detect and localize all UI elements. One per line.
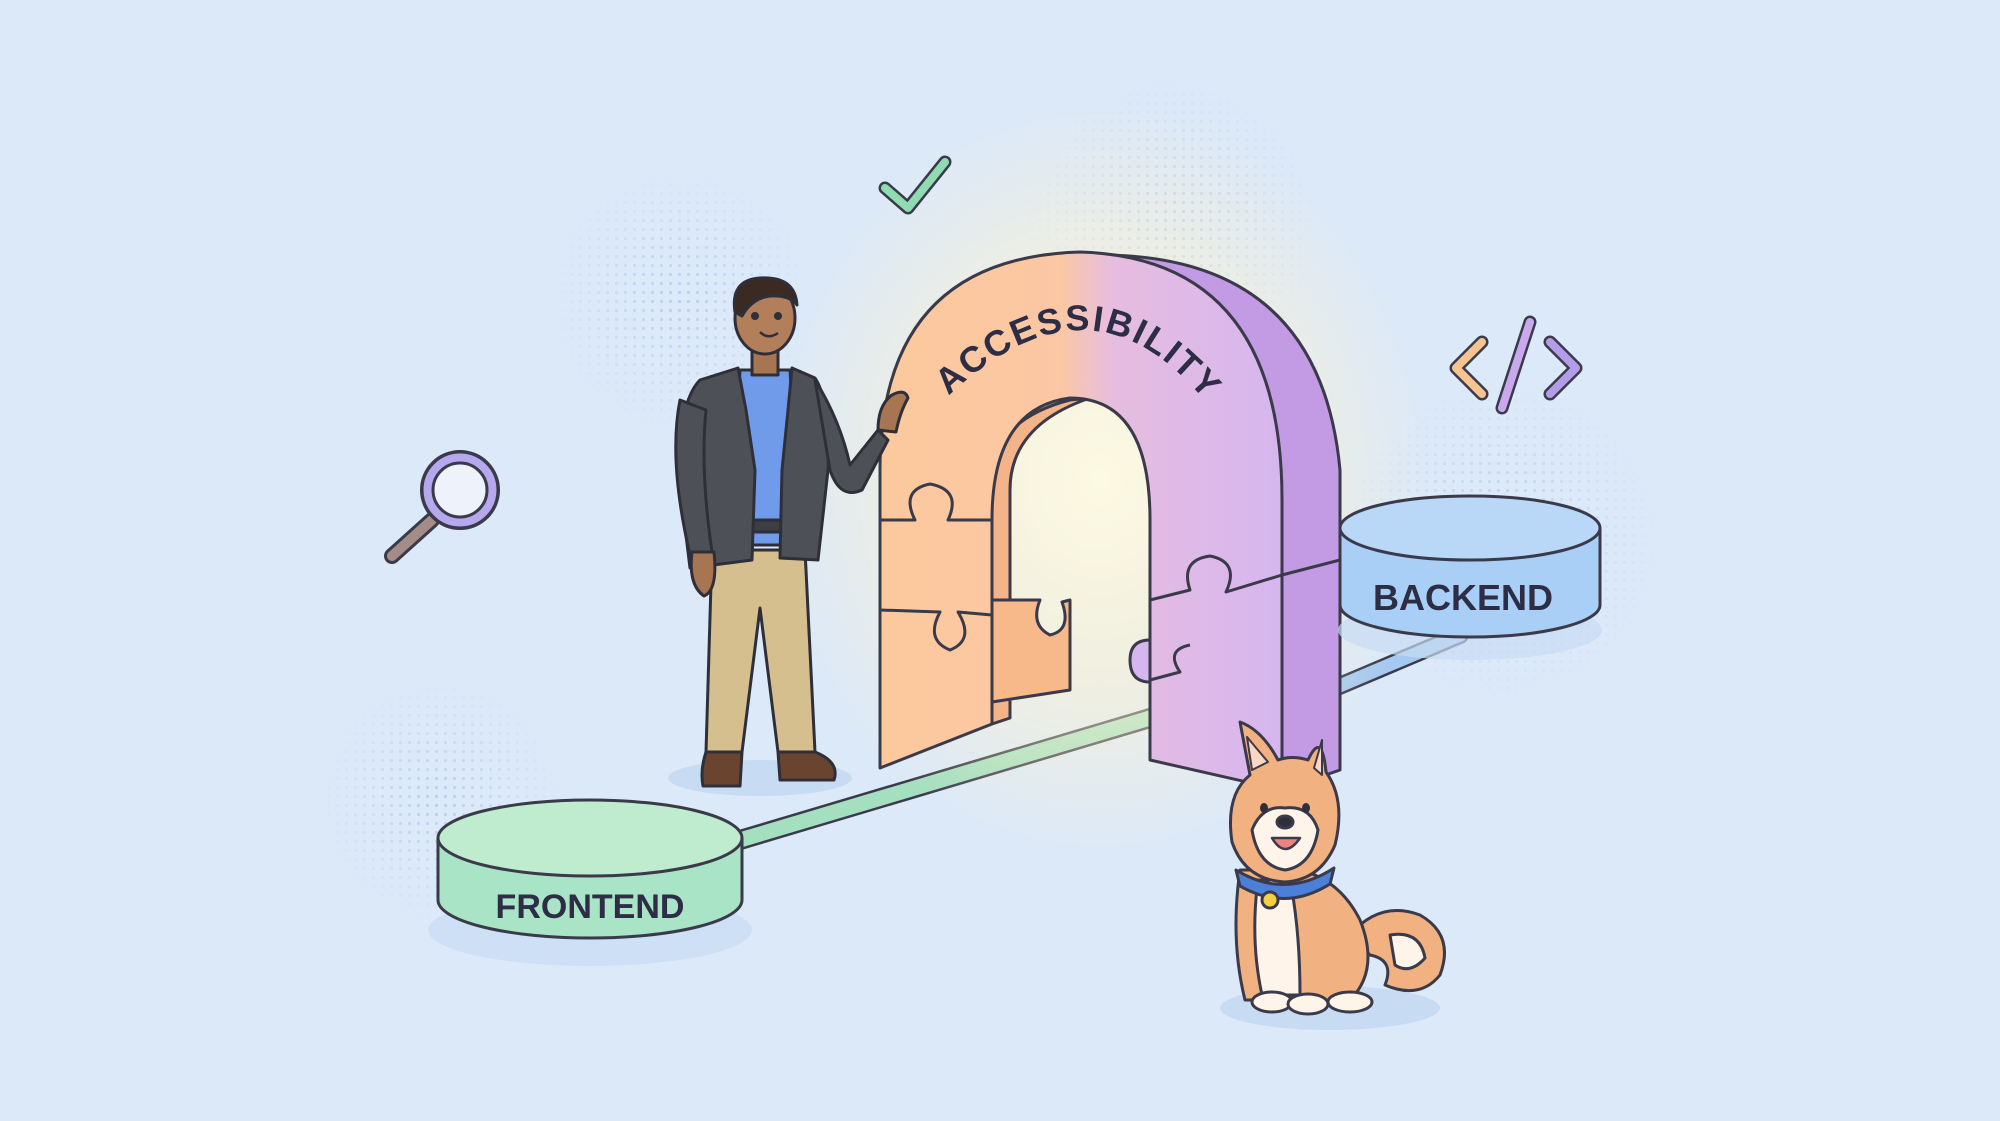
shiba-inu-dog	[1220, 720, 1446, 1030]
backend-platform	[1338, 494, 1602, 660]
backend-label: BACKEND	[1373, 577, 1553, 618]
frontend-platform	[428, 798, 752, 966]
code-icon	[1449, 315, 1583, 415]
person	[668, 276, 910, 796]
accessibility-arch	[878, 250, 1342, 792]
frontend-label: FRONTEND	[496, 888, 685, 926]
magnifier-icon	[384, 450, 500, 564]
